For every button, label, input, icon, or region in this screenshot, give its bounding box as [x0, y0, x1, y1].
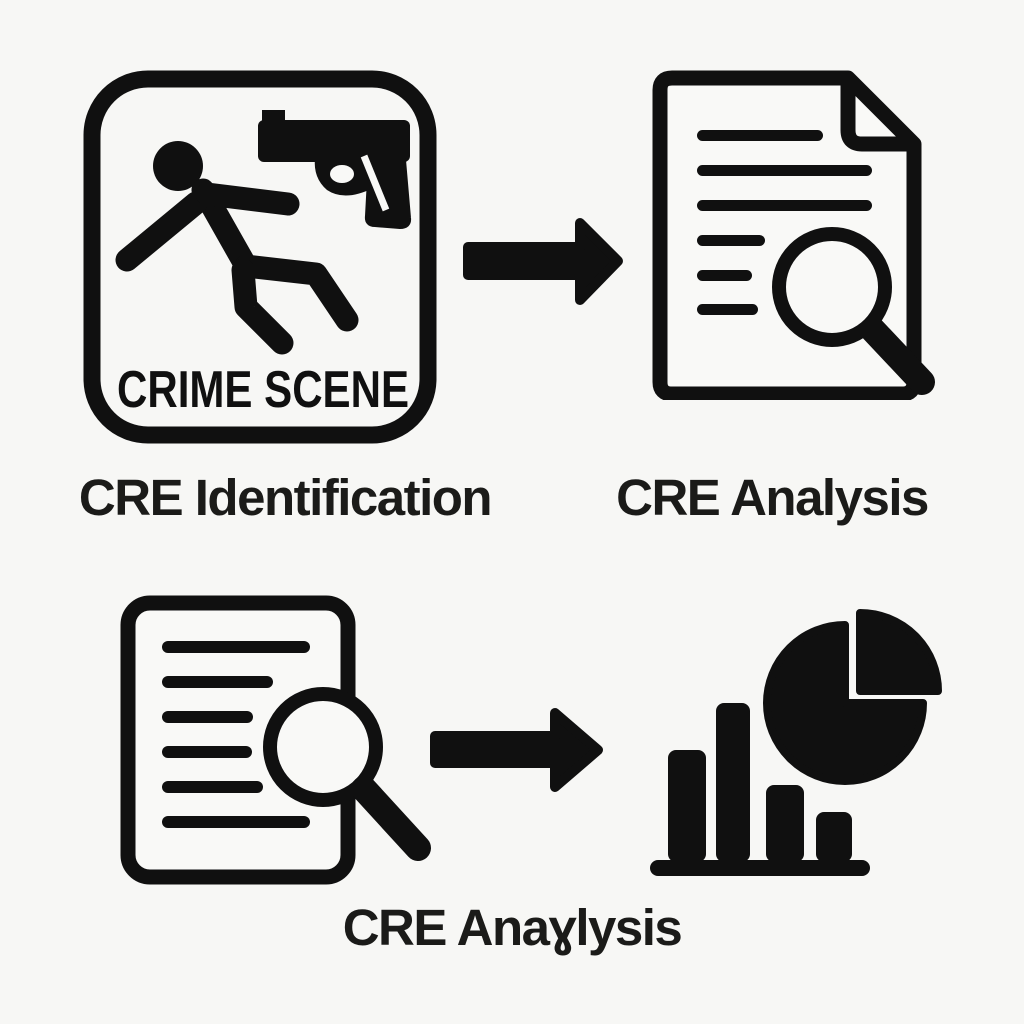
document-search-icon — [652, 70, 935, 400]
magnifier-icon — [263, 687, 431, 861]
baseline — [650, 860, 870, 876]
fallen-person-icon — [115, 141, 359, 355]
pie-slice — [856, 609, 942, 695]
step-caption-analysis: CRE Anaɣlysis — [342, 899, 683, 956]
text-lines — [697, 130, 872, 315]
document-search-icon — [120, 595, 431, 885]
pistol-icon — [258, 110, 412, 229]
pie-chart-icon — [763, 609, 942, 785]
magnifier-icon — [772, 227, 935, 395]
text-lines — [162, 641, 310, 828]
crime-scene-sign-text: CRIME SCENE — [117, 361, 409, 419]
crime-scene-sign-icon: CRIME SCENE — [83, 70, 437, 444]
bar-chart-icon — [650, 703, 870, 876]
right-arrow-icon — [430, 708, 603, 792]
folded-corner — [840, 80, 912, 152]
bar-chart-pie-icon — [650, 609, 942, 876]
step-label-identification: CRE Identification — [78, 469, 493, 526]
right-arrow-icon — [463, 218, 623, 305]
sign-border — [83, 70, 437, 444]
step-label-analysis: CRE Analysis — [616, 469, 929, 526]
